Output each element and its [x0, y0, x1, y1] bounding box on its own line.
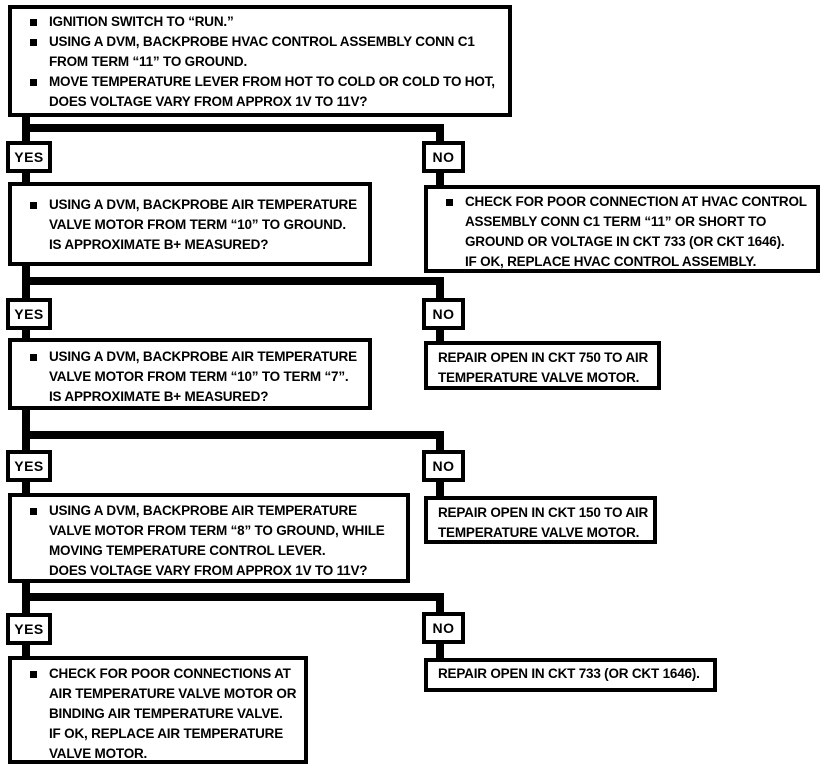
bullet-icon — [30, 671, 37, 678]
bullet-icon — [30, 79, 37, 86]
repair-text: REPAIR OPEN IN CKT 150 TO AIR — [438, 505, 648, 520]
connector-line — [22, 277, 444, 285]
step-text: MOVE TEMPERATURE LEVER FROM HOT TO COLD … — [49, 74, 495, 89]
step-text: USING A DVM, BACKPROBE AIR TEMPERATURE — [49, 503, 357, 518]
connector-line — [436, 595, 444, 612]
step-text: VALVE MOTOR FROM TERM “10” TO GROUND. — [49, 217, 346, 232]
start-bullet-1: IGNITION SWITCH TO “RUN.” — [12, 12, 508, 32]
step2-no-box: CHECK FOR POOR CONNECTION AT HVAC CONTRO… — [424, 185, 820, 273]
step-text: DOES VOLTAGE VARY FROM APPROX 1V TO 11V? — [49, 563, 368, 578]
step2-yes-box: USING A DVM, BACKPROBE AIR TEMPERATURE V… — [8, 182, 372, 266]
step3-no-box: REPAIR OPEN IN CKT 750 TO AIR TEMPERATUR… — [424, 341, 661, 390]
step5-no-box: REPAIR OPEN IN CKT 733 (OR CKT 1646). — [424, 658, 717, 692]
connector-line — [22, 330, 30, 338]
bullet-icon — [30, 202, 37, 209]
connector-line — [436, 279, 444, 298]
connector-line — [436, 126, 444, 141]
step3-yes-box: USING A DVM, BACKPROBE AIR TEMPERATURE V… — [8, 338, 372, 410]
connector-line — [22, 482, 30, 493]
no-badge-1: NO — [422, 141, 465, 173]
step-text: FROM TERM “11” TO GROUND. — [49, 54, 248, 69]
step-text: AIR TEMPERATURE VALVE MOTOR OR — [49, 686, 297, 701]
step-text: BINDING AIR TEMPERATURE VALVE. — [49, 706, 283, 721]
step-text: VALVE MOTOR FROM TERM “10” TO TERM “7”. — [49, 369, 349, 384]
step-text: IF OK, REPLACE HVAC CONTROL ASSEMBLY. — [465, 254, 757, 269]
step-text: IF OK, REPLACE AIR TEMPERATURE — [49, 726, 284, 741]
bullet-icon — [30, 354, 37, 361]
step-text: VALVE MOTOR FROM TERM “8” TO GROUND, WHI… — [49, 523, 385, 538]
no-badge-4: NO — [422, 612, 465, 644]
bullet-icon — [30, 39, 37, 46]
yes-badge-1: YES — [6, 141, 52, 173]
step-text: CHECK FOR POOR CONNECTION AT HVAC CONTRO… — [465, 194, 807, 209]
step-text: USING A DVM, BACKPROBE HVAC CONTROL ASSE… — [49, 34, 475, 49]
connector-line — [22, 593, 444, 601]
bullet-icon — [30, 508, 37, 515]
step-text: CHECK FOR POOR CONNECTIONS AT — [49, 666, 291, 681]
connector-line — [436, 330, 444, 341]
step-text: USING A DVM, BACKPROBE AIR TEMPERATURE — [49, 349, 357, 364]
connector-line — [436, 173, 444, 185]
repair-text: REPAIR OPEN IN CKT 750 TO AIR — [438, 350, 648, 365]
connector-line — [22, 410, 30, 450]
step4-yes-box: USING A DVM, BACKPROBE AIR TEMPERATURE V… — [8, 493, 410, 583]
yes-badge-2: YES — [6, 298, 52, 330]
connector-line — [22, 173, 30, 182]
connector-line — [436, 644, 444, 658]
step-text: VALVE MOTOR. — [49, 746, 148, 761]
no-label: NO — [432, 149, 455, 165]
yes-label: YES — [14, 306, 44, 322]
step4-no-box: REPAIR OPEN IN CKT 150 TO AIR TEMPERATUR… — [424, 496, 657, 544]
repair-text: TEMPERATURE VALVE MOTOR. — [438, 525, 640, 540]
step-text: IS APPROXIMATE B+ MEASURED? — [49, 389, 269, 404]
step-text: USING A DVM, BACKPROBE AIR TEMPERATURE — [49, 197, 357, 212]
step-text: DOES VOLTAGE VARY FROM APPROX 1V TO 11V? — [49, 94, 368, 109]
start-box: IGNITION SWITCH TO “RUN.” USING A DVM, B… — [8, 5, 512, 117]
connector-line — [436, 433, 444, 450]
repair-text: TEMPERATURE VALVE MOTOR. — [438, 370, 640, 385]
connector-line — [22, 645, 30, 656]
yes-badge-3: YES — [6, 450, 52, 482]
step-text: IGNITION SWITCH TO “RUN.” — [49, 14, 234, 29]
yes-label: YES — [14, 149, 44, 165]
start-bullet-3: MOVE TEMPERATURE LEVER FROM HOT TO COLD … — [12, 72, 508, 112]
step-text: GROUND OR VOLTAGE IN CKT 733 (OR CKT 164… — [465, 234, 785, 249]
connector-line — [22, 431, 444, 439]
no-badge-3: NO — [422, 450, 465, 482]
step-text: ASSEMBLY CONN C1 TERM “11” OR SHORT TO — [465, 214, 767, 229]
connector-line — [436, 482, 444, 496]
yes-badge-4: YES — [6, 613, 52, 645]
connector-line — [22, 124, 444, 132]
yes-label: YES — [14, 458, 44, 474]
step-text: MOVING TEMPERATURE CONTROL LEVER. — [49, 543, 326, 558]
yes-label: YES — [14, 621, 44, 637]
start-bullet-2: USING A DVM, BACKPROBE HVAC CONTROL ASSE… — [12, 32, 508, 72]
bullet-icon — [30, 19, 37, 26]
repair-text: REPAIR OPEN IN CKT 733 (OR CKT 1646). — [438, 666, 700, 681]
no-label: NO — [432, 306, 455, 322]
no-label: NO — [432, 620, 455, 636]
bullet-icon — [446, 199, 453, 206]
no-label: NO — [432, 458, 455, 474]
step5-yes-box: CHECK FOR POOR CONNECTIONS AT AIR TEMPER… — [8, 656, 308, 764]
no-badge-2: NO — [422, 298, 465, 330]
step-text: IS APPROXIMATE B+ MEASURED? — [49, 237, 269, 252]
